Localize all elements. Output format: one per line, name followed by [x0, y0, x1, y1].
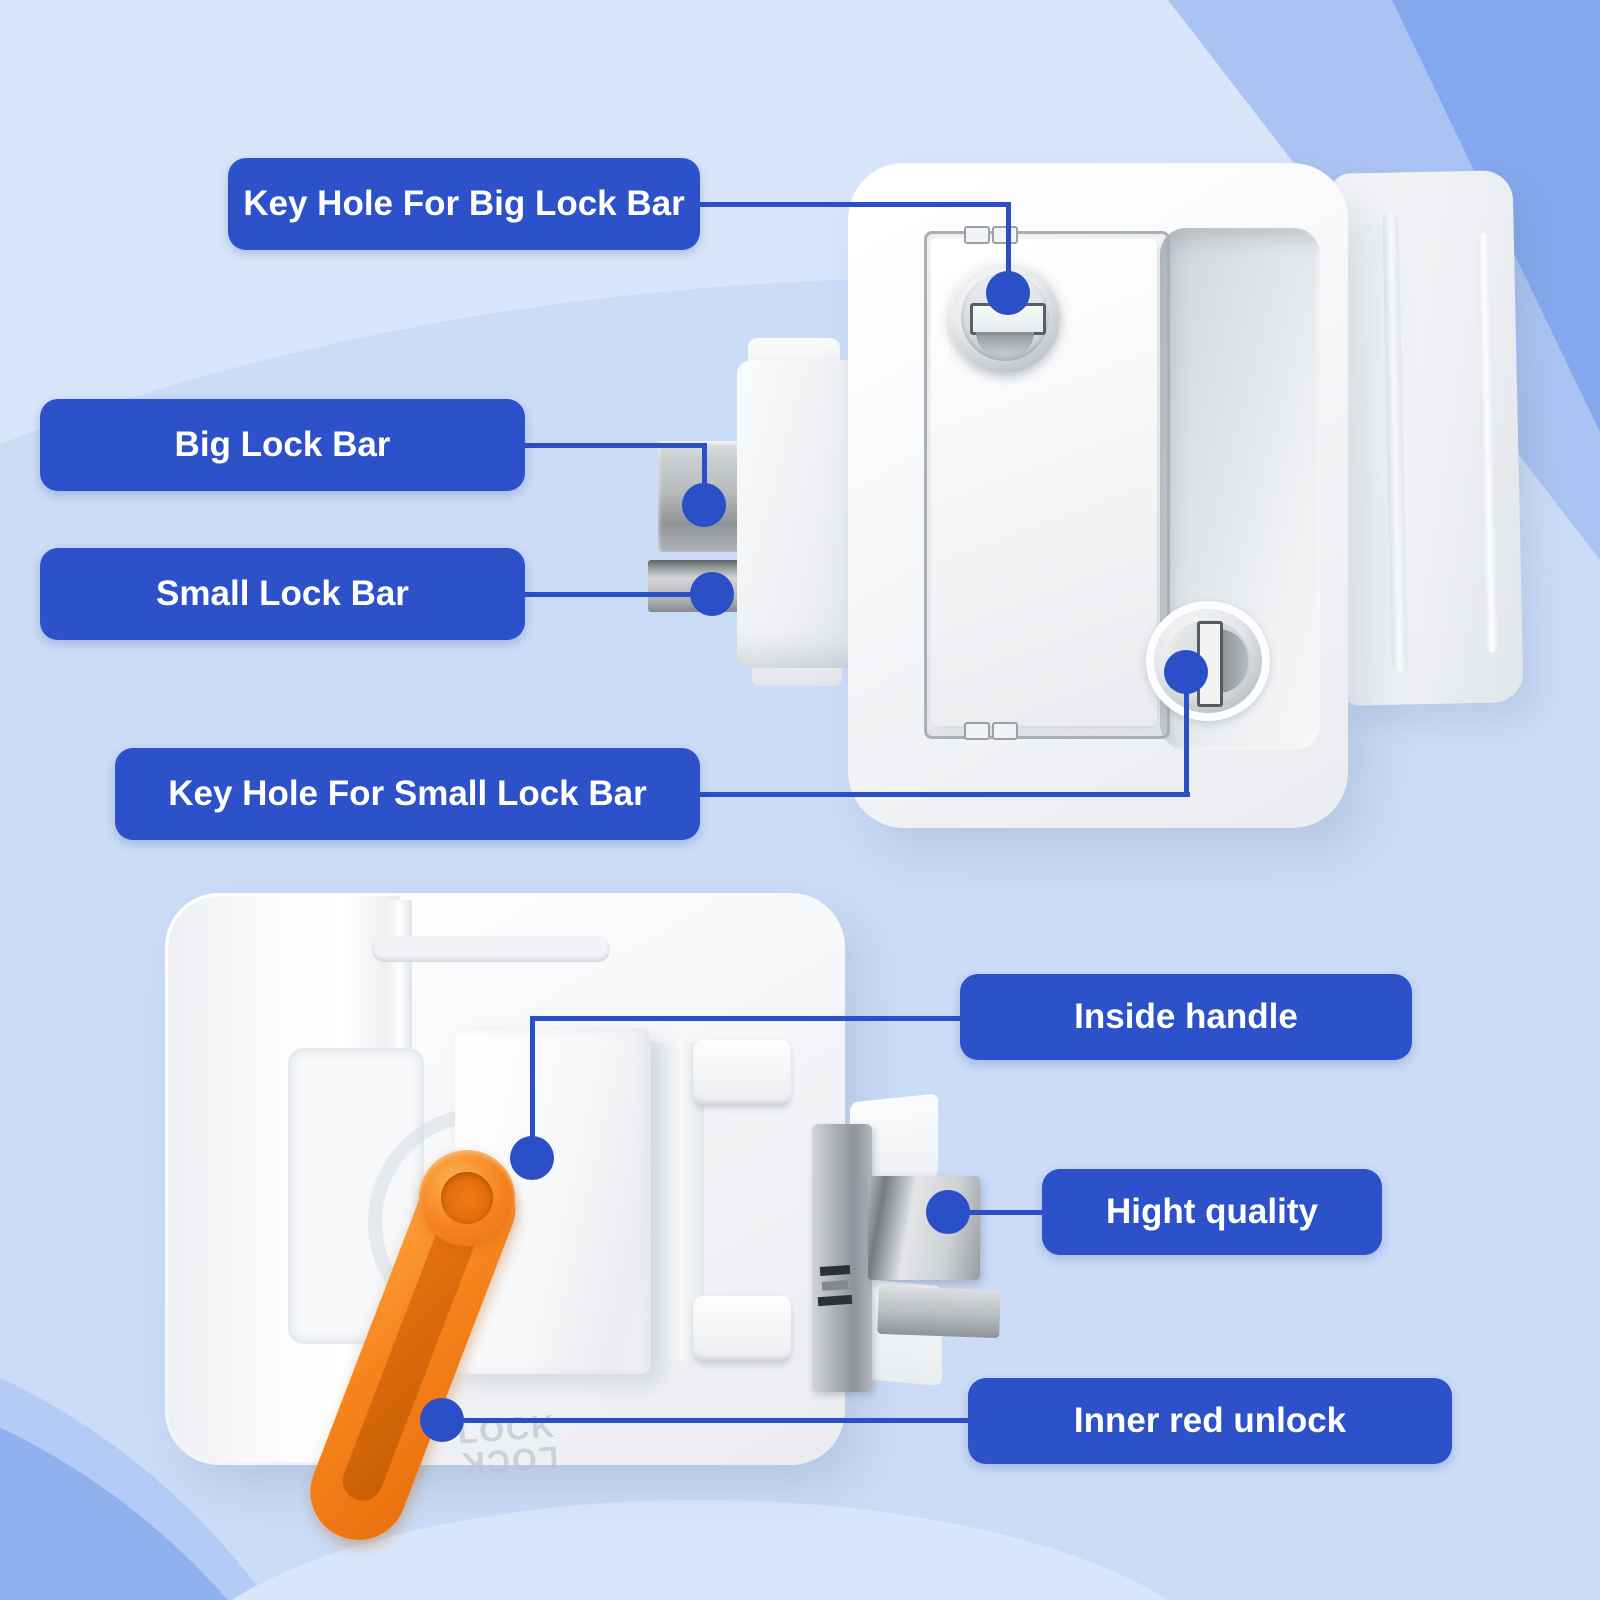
unlock-lever-pivot-center [441, 1172, 493, 1224]
callout-label-keyhole-small: Key Hole For Small Lock Bar [115, 748, 700, 840]
callout-text: Key Hole For Small Lock Bar [168, 774, 647, 813]
mounting-plate [1329, 170, 1524, 706]
callout-line-keyhole-small [1184, 672, 1189, 797]
latch-bolt [868, 1176, 980, 1280]
hinge-knuckle [693, 1040, 791, 1106]
mounting-plate-ridge [1476, 232, 1499, 653]
paddle-hinge [964, 722, 990, 740]
callout-label-small-bar: Small Lock Bar [40, 548, 525, 640]
callout-dot-hight-quality [926, 1190, 970, 1234]
callout-line-small-bar [523, 592, 713, 597]
callout-label-big-bar: Big Lock Bar [40, 399, 525, 491]
callout-label-inside-handle: Inside handle [960, 974, 1412, 1060]
callout-line-inside-handle [530, 1016, 535, 1161]
callout-line-keyhole-big [700, 202, 1008, 207]
callout-line-inside-handle [530, 1016, 962, 1021]
lock-mechanism-housing [737, 360, 850, 668]
latch-paddle-tray [924, 231, 1170, 739]
back-plate-step [372, 936, 610, 962]
callout-label-hight-quality: Hight quality [1042, 1169, 1382, 1255]
callout-text: Inner red unlock [1073, 1401, 1347, 1440]
paddle-hinge [992, 226, 1018, 244]
callout-dot-big-bar [682, 483, 726, 527]
callout-label-keyhole-big: Key Hole For Big Lock Bar [228, 158, 700, 250]
latch-bar-lower [877, 1285, 1001, 1339]
callout-dot-keyhole-big [986, 271, 1030, 315]
callout-text: Small Lock Bar [156, 574, 409, 613]
callout-text: Hight quality [1106, 1192, 1318, 1231]
callout-line-keyhole-big [1006, 202, 1011, 293]
callout-dot-keyhole-small [1164, 650, 1208, 694]
callout-line-big-bar [702, 443, 707, 505]
callout-dot-inside-handle [510, 1136, 554, 1180]
bracket-vent-slot [821, 1280, 849, 1291]
callout-line-big-bar [523, 443, 707, 448]
callout-dot-small-bar [690, 572, 734, 616]
callout-line-keyhole-small [698, 792, 1190, 797]
callout-text: Key Hole For Big Lock Bar [243, 184, 685, 223]
paddle-hinge [964, 226, 990, 244]
callout-line-hight-quality [946, 1210, 1046, 1215]
hinge-knuckle [693, 1296, 791, 1362]
callout-dot-inner-red [420, 1398, 464, 1442]
paddle-hinge [992, 722, 1018, 740]
callout-text: Inside handle [1074, 997, 1298, 1036]
callout-text: Big Lock Bar [174, 425, 391, 464]
callout-line-inner-red [442, 1418, 970, 1423]
mounting-plate-ridge [1382, 212, 1408, 673]
latch-bracket [812, 1124, 872, 1392]
callout-label-inner-red: Inner red unlock [968, 1378, 1452, 1464]
